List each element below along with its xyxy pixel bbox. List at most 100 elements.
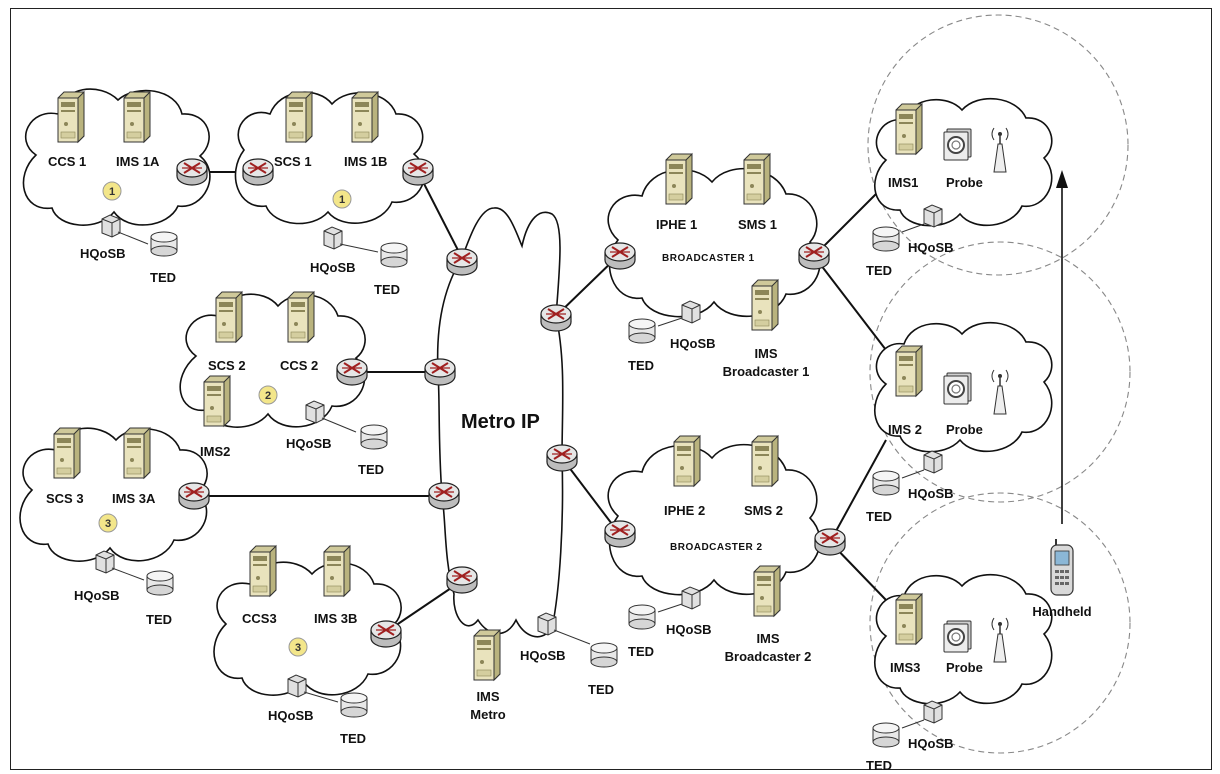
hqosb-label: HQoSB bbox=[310, 260, 356, 275]
probe-label: Probe bbox=[946, 660, 983, 675]
broadcaster-1: IPHE 1 SMS 1 BROADCASTER 1 IMS Broadcast… bbox=[628, 153, 810, 379]
handheld-phone-icon bbox=[1050, 539, 1074, 596]
ted-label: TED bbox=[866, 263, 892, 278]
domain-badge-number: 2 bbox=[265, 390, 271, 402]
server-icon bbox=[203, 375, 231, 427]
router-icon bbox=[604, 242, 636, 270]
ted-label: TED bbox=[628, 358, 654, 373]
hqosb-icon bbox=[305, 400, 325, 424]
cell-ims-label: IMS 2 bbox=[888, 422, 922, 437]
router-icon bbox=[176, 158, 208, 186]
probe-icon bbox=[943, 372, 972, 405]
server-label: IMS 1B bbox=[344, 154, 387, 169]
router-icon bbox=[428, 482, 460, 510]
server-icon bbox=[473, 629, 501, 681]
domain-badge bbox=[288, 637, 308, 657]
ted-label: TED bbox=[866, 758, 892, 773]
server-icon bbox=[751, 435, 779, 487]
ted-database-icon bbox=[628, 318, 656, 344]
router-icon bbox=[178, 482, 210, 510]
probe-label: Probe bbox=[946, 175, 983, 190]
ted-database-icon bbox=[150, 231, 178, 257]
hqosb-label: HQoSB bbox=[666, 622, 712, 637]
server-icon bbox=[123, 91, 151, 143]
router-icon bbox=[242, 158, 274, 186]
probe-icon bbox=[943, 620, 972, 653]
hqosb-icon bbox=[537, 612, 557, 636]
server-icon bbox=[249, 545, 277, 597]
domain-2: SCS 2 CCS 2 IMS2 2 HQoSB TED bbox=[200, 291, 388, 477]
hqosb-icon bbox=[681, 300, 701, 324]
domain-badge bbox=[258, 385, 278, 405]
domain-badge-number: 1 bbox=[339, 194, 345, 206]
cloud-broadcaster-1 bbox=[607, 167, 821, 318]
hqosb-label: HQoSB bbox=[670, 336, 716, 351]
server-label: IMS 3A bbox=[112, 491, 156, 506]
server-label: CCS 1 bbox=[48, 154, 86, 169]
ted-label: TED bbox=[866, 509, 892, 524]
diagram-frame bbox=[10, 8, 1212, 770]
broadcaster-ims-label: IMS bbox=[756, 631, 779, 646]
hqosb-label: HQoSB bbox=[520, 648, 566, 663]
server-icon bbox=[665, 153, 693, 205]
domain-badge bbox=[98, 513, 118, 533]
broadcaster-name: BROADCASTER 1 bbox=[662, 253, 755, 264]
server-label: IMS2 bbox=[200, 444, 230, 459]
ted-label: TED bbox=[150, 270, 176, 285]
hqosb-icon bbox=[923, 204, 943, 228]
ted-label: TED bbox=[374, 282, 400, 297]
ted-label: TED bbox=[340, 731, 366, 746]
domain-1a: CCS 1 IMS 1A 1 HQoSB TED bbox=[48, 91, 178, 285]
server-icon bbox=[215, 291, 243, 343]
arrow-head-icon bbox=[1056, 170, 1068, 188]
ted-database-icon bbox=[590, 642, 618, 668]
hqosb-label: HQoSB bbox=[908, 486, 954, 501]
server-label: SCS 1 bbox=[274, 154, 312, 169]
router-icon bbox=[446, 566, 478, 594]
cell-3: IMS3 Probe HQoSB TED bbox=[866, 593, 1009, 773]
ted-label: TED bbox=[588, 682, 614, 697]
hqosb-icon bbox=[923, 700, 943, 724]
domain-badge-number: 3 bbox=[105, 518, 111, 530]
cloud-domain-1b bbox=[234, 91, 426, 225]
probe-icon bbox=[943, 128, 972, 161]
ted-database-icon bbox=[628, 604, 656, 630]
probe-label: Probe bbox=[946, 422, 983, 437]
hqosb-label: HQoSB bbox=[80, 246, 126, 261]
router-icon bbox=[814, 528, 846, 556]
ted-database-icon bbox=[360, 424, 388, 450]
broadcaster-name: BROADCASTER 2 bbox=[670, 542, 763, 553]
coverage-cell-2 bbox=[869, 241, 1131, 503]
server-icon bbox=[351, 91, 379, 143]
cell-ims-label: IMS1 bbox=[888, 175, 918, 190]
router-icon bbox=[546, 444, 578, 472]
metro-ims-label: Metro bbox=[470, 707, 505, 722]
metro-services: IMS Metro HQoSB TED bbox=[470, 612, 618, 722]
ted-database-icon bbox=[872, 470, 900, 496]
domain-1b: SCS 1 IMS 1B 1 HQoSB TED bbox=[274, 91, 408, 297]
router-icon bbox=[540, 304, 572, 332]
ted-label: TED bbox=[358, 462, 384, 477]
server-icon bbox=[751, 279, 779, 331]
domain-badge-number: 3 bbox=[295, 642, 301, 654]
router-icon bbox=[424, 358, 456, 386]
server-label: CCS 2 bbox=[280, 358, 318, 373]
server-icon bbox=[673, 435, 701, 487]
sms-label: SMS 2 bbox=[744, 503, 783, 518]
broadcaster-2: IPHE 2 SMS 2 BROADCASTER 2 IMS Broadcast… bbox=[628, 435, 811, 664]
router-icon bbox=[604, 520, 636, 548]
server-icon bbox=[123, 427, 151, 479]
iphe-label: IPHE 2 bbox=[664, 503, 705, 518]
hqosb-label: HQoSB bbox=[74, 588, 120, 603]
hqosb-icon bbox=[681, 586, 701, 610]
hqosb-icon bbox=[287, 674, 307, 698]
server-icon bbox=[895, 345, 923, 397]
hqosb-icon bbox=[323, 226, 343, 250]
router-icon bbox=[798, 242, 830, 270]
router-icon bbox=[336, 358, 368, 386]
broadcaster-ims-label: Broadcaster 1 bbox=[723, 364, 810, 379]
router-icon bbox=[446, 248, 478, 276]
cell-ims-label: IMS3 bbox=[890, 660, 920, 675]
server-icon bbox=[895, 103, 923, 155]
